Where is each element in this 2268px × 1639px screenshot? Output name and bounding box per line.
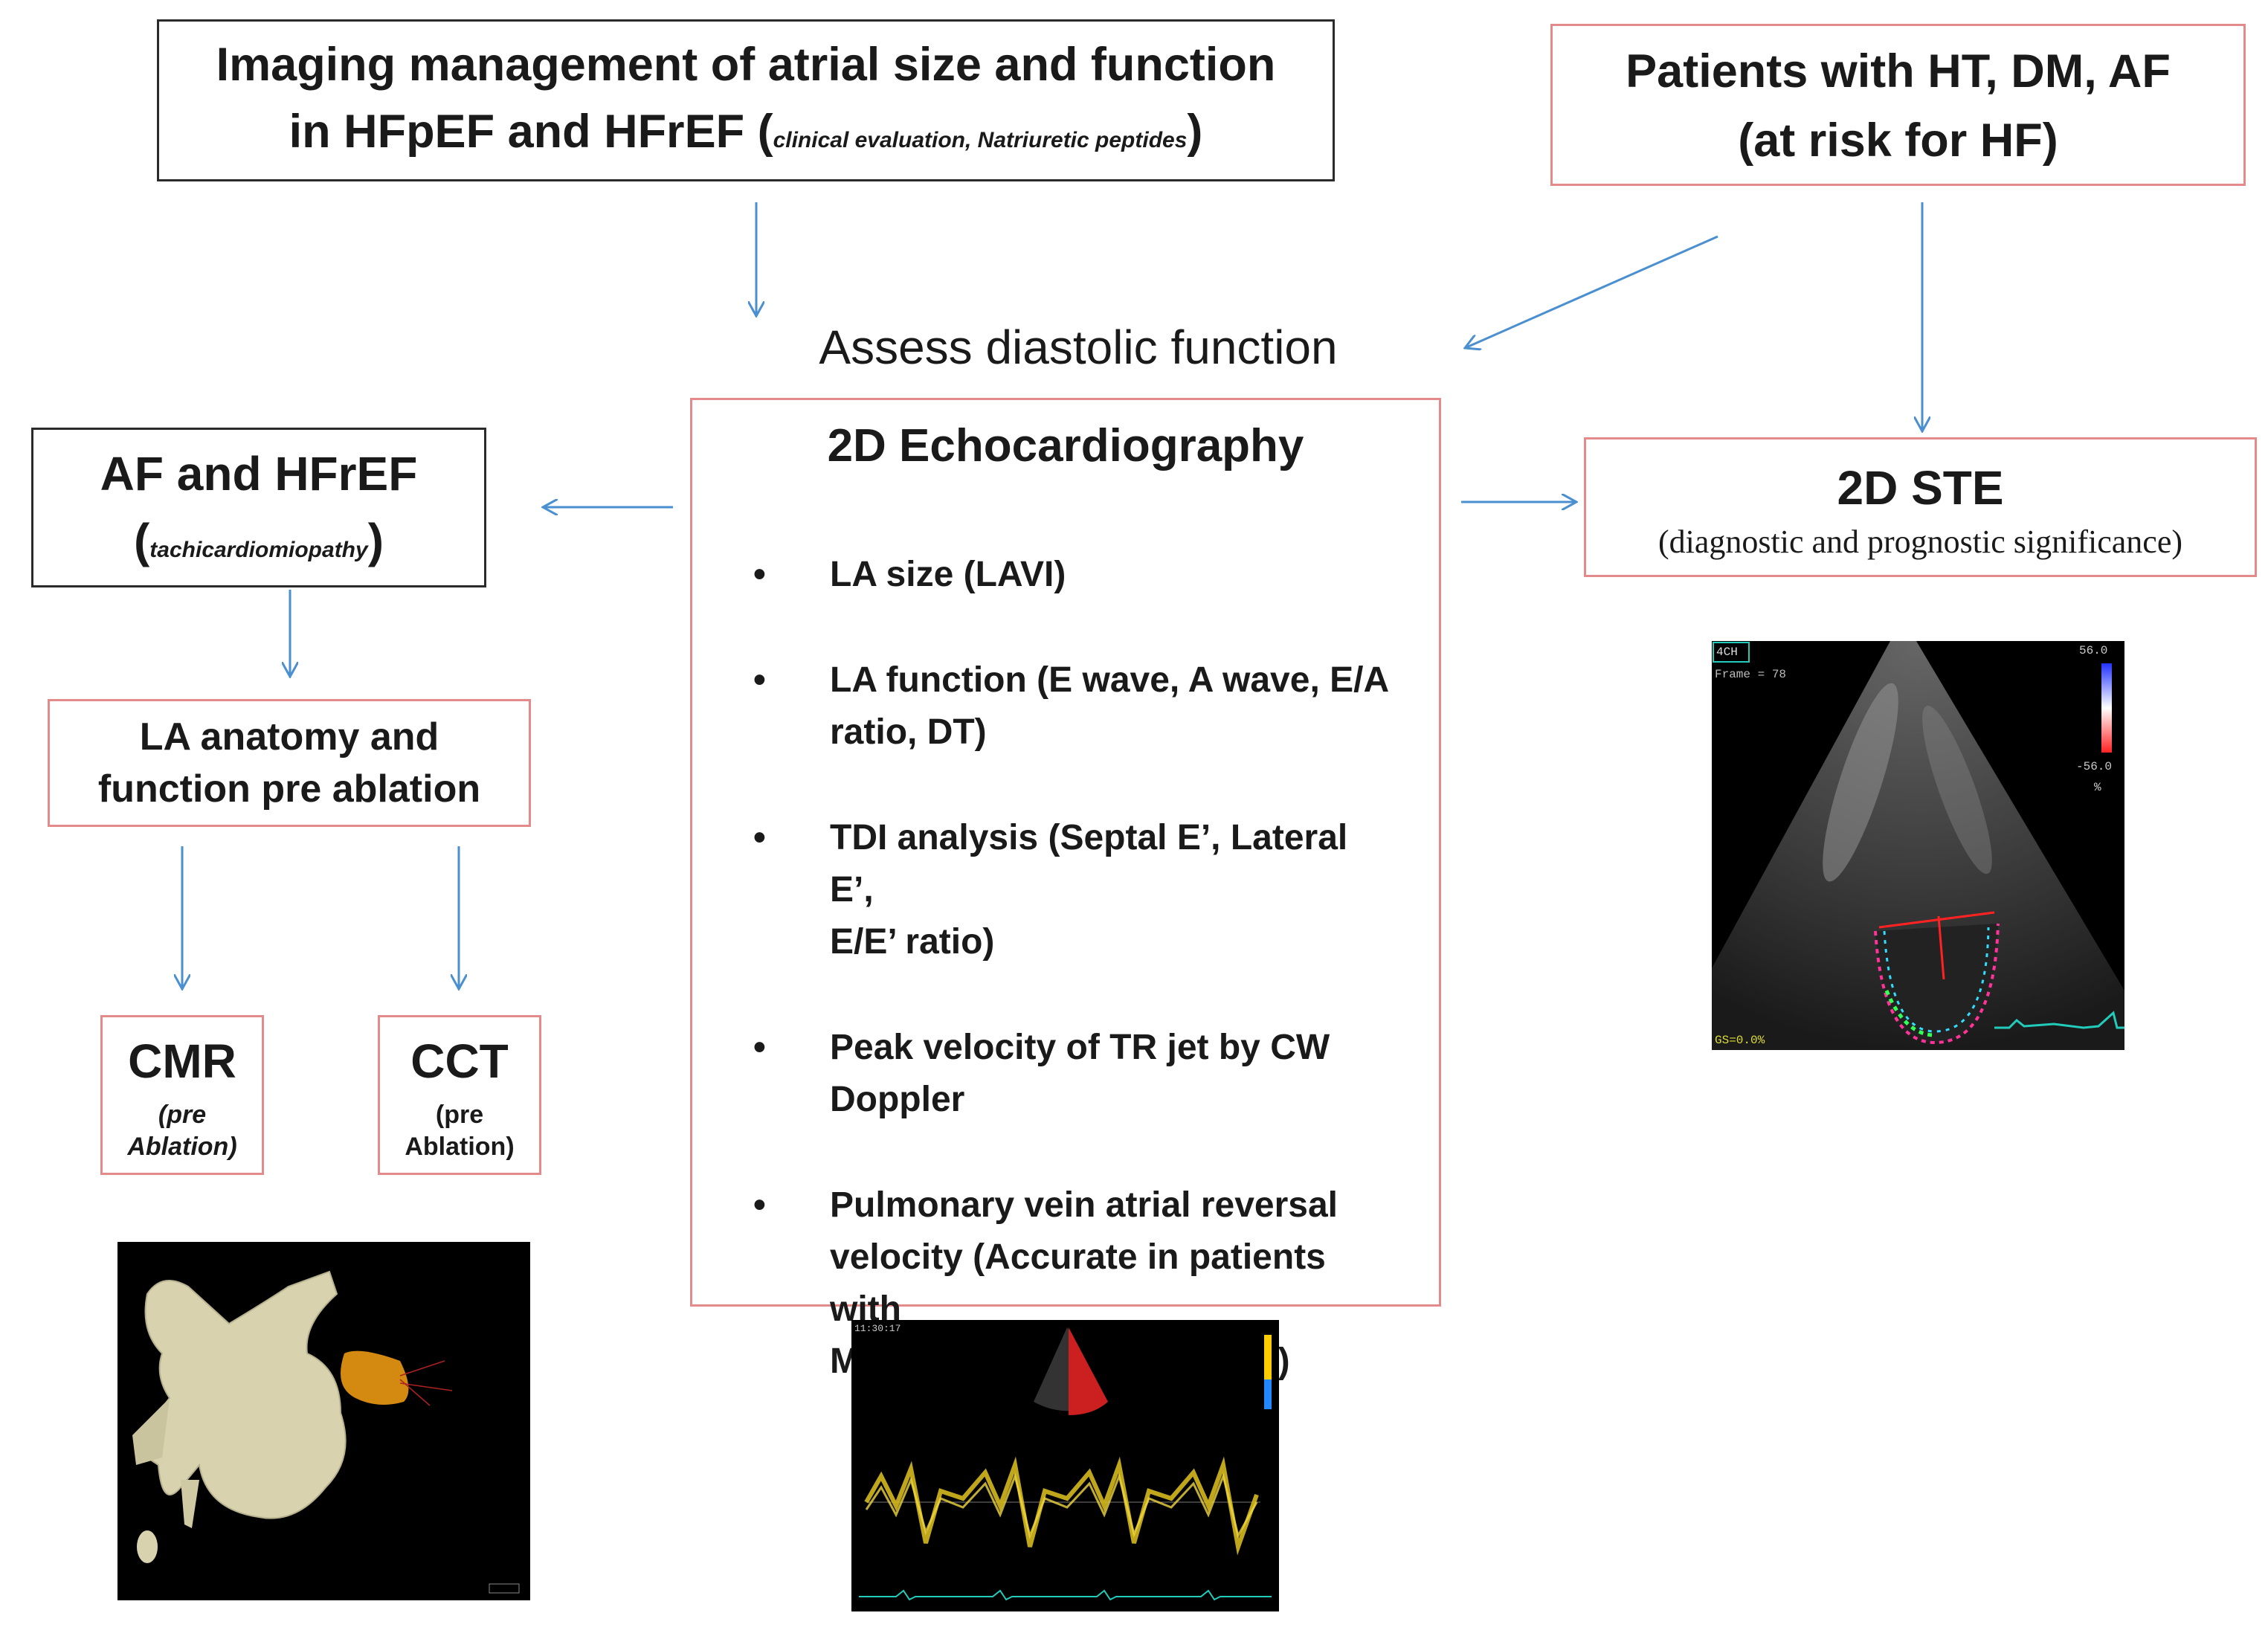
- cmr-sub1: (pre: [158, 1101, 207, 1129]
- assess-diastolic-label: Assess diastolic function: [819, 321, 1338, 374]
- ste-label-view: 4CH: [1716, 645, 1738, 659]
- imaging-management-box: Imaging management of atrial size and fu…: [157, 19, 1335, 181]
- bullet-dot: •: [753, 1028, 766, 1067]
- line2-small: clinical evaluation, Natriuretic peptide…: [773, 128, 1188, 152]
- bullet-text: E/E’ ratio): [830, 922, 995, 962]
- cmr-title: CMR: [128, 1034, 236, 1088]
- bullet-dot: •: [753, 555, 766, 594]
- bullet-text: LA function (E wave, A wave, E/A: [830, 660, 1390, 700]
- ste-scale-unit: %: [2094, 781, 2101, 794]
- cct-box: CCT (pre Ablation): [378, 1015, 541, 1175]
- la-anatomy-line1: LA anatomy and: [139, 715, 439, 759]
- echo-bullet-list: • LA size (LAVI) • LA function (E wave, …: [737, 549, 1391, 1441]
- cct-sub1: (pre: [435, 1101, 484, 1129]
- bullet-la-function: • LA function (E wave, A wave, E/A ratio…: [737, 654, 1391, 759]
- ste-sub: (diagnostic and prognostic significance): [1657, 524, 2182, 560]
- line2-main: in HFpEF and HFrEF (: [289, 106, 773, 158]
- patients-at-risk-box: Patients with HT, DM, AF (at risk for HF…: [1550, 24, 2246, 186]
- patients-line1: Patients with HT, DM, AF: [1626, 45, 2171, 97]
- af-hfref-sub: (tachicardiomiopathy): [33, 513, 484, 568]
- patients-line2: (at risk for HF): [1738, 115, 2058, 167]
- ste-title: 2D STE: [1837, 461, 2004, 515]
- cct-title: CCT: [410, 1034, 509, 1088]
- cct-sub2: Ablation): [405, 1133, 515, 1161]
- bullet-dot: •: [753, 1185, 766, 1225]
- la-anatomy-box: LA anatomy and function pre ablation: [48, 699, 531, 827]
- af-sub-close: ): [367, 514, 384, 567]
- cmr-sub2: Ablation): [127, 1133, 237, 1161]
- imaging-management-line1: Imaging management of atrial size and fu…: [216, 39, 1276, 91]
- bullet-text: Pulmonary vein atrial reversal: [830, 1185, 1338, 1225]
- ste-box: 2D STE (diagnostic and prognostic signif…: [1584, 437, 2257, 577]
- bullet-text: Doppler: [830, 1080, 965, 1119]
- doppler-graphic: [859, 1327, 1272, 1601]
- cmr-3d-image: [117, 1242, 530, 1600]
- bullet-la-size: • LA size (LAVI): [737, 549, 1391, 601]
- ste-echo-graphic: [1712, 641, 2124, 1050]
- ste-scale-bottom: -56.0: [2076, 760, 2113, 773]
- ste-scale-top: 56.0: [2079, 644, 2108, 657]
- cmr-box: CMR (pre Ablation): [100, 1015, 264, 1175]
- bullet-peak-velocity: • Peak velocity of TR jet by CW Doppler: [737, 1022, 1391, 1126]
- bullet-dot: •: [753, 660, 766, 700]
- line2-close: ): [1187, 106, 1203, 158]
- af-sub-open: (: [133, 514, 150, 567]
- doppler-image: 11:30:17: [851, 1320, 1279, 1611]
- imaging-management-line2: in HFpEF and HFrEF (clinical evaluation,…: [159, 105, 1333, 158]
- ste-label-frame: Frame = 78: [1715, 668, 1787, 681]
- bullet-text: Peak velocity of TR jet by CW: [830, 1028, 1330, 1067]
- ste-echo-image: 4CH Frame = 78 56.0 -56.0 % GS=0.0%: [1712, 641, 2124, 1050]
- ste-label-gs: GS=0.0%: [1715, 1034, 1765, 1047]
- bullet-text: TDI analysis (Septal E’, Lateral E’,: [830, 818, 1348, 909]
- cmr-3d-graphic: [132, 1270, 520, 1594]
- bullet-text: ratio, DT): [830, 712, 987, 752]
- doppler-time: 11:30:17: [854, 1323, 901, 1334]
- la-anatomy-line2: function pre ablation: [97, 767, 481, 811]
- af-sub-text: tachicardiomiopathy: [149, 538, 368, 562]
- arrow-patients-to-assess: [1465, 235, 1718, 348]
- af-hfref-box: AF and HFrEF (tachicardiomiopathy): [31, 428, 486, 587]
- bullet-dot: •: [753, 818, 766, 857]
- echocardiography-box: 2D Echocardiography • LA size (LAVI) • L…: [690, 398, 1441, 1381]
- echocardiography-title: 2D Echocardiography: [827, 420, 1304, 471]
- bullet-tdi-analysis: • TDI analysis (Septal E’, Lateral E’, E…: [737, 812, 1391, 968]
- af-hfref-title: AF and HFrEF: [100, 447, 418, 500]
- bullet-text: LA size (LAVI): [830, 555, 1066, 594]
